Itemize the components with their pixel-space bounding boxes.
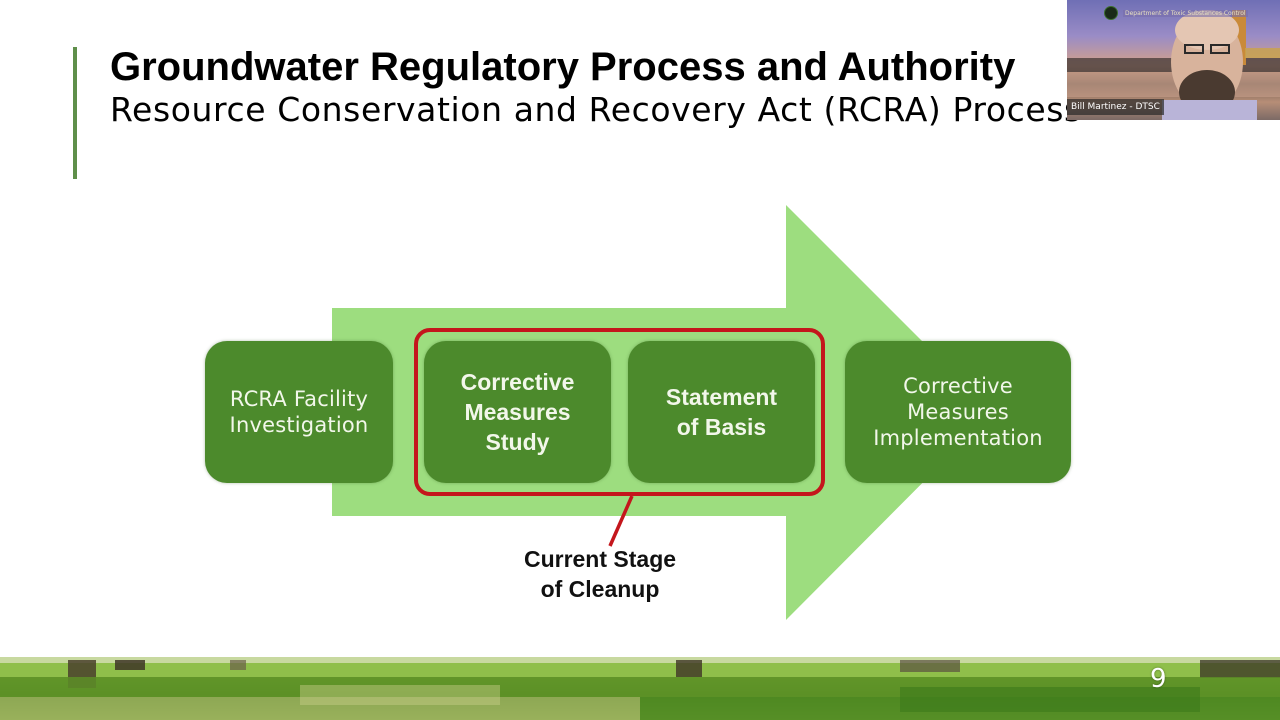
- step-label: Statement of Basis: [665, 384, 778, 440]
- step-corrective-measures-implementation: Corrective Measures Implementation: [845, 341, 1071, 483]
- slide-title: Groundwater Regulatory Process and Autho…: [110, 45, 1016, 89]
- callout-connector-line: [608, 495, 634, 547]
- step-corrective-measures-study: Corrective Measures Study: [424, 341, 611, 483]
- footer-grass-image: [0, 657, 1280, 720]
- step-label: Corrective Measures Study: [460, 369, 575, 455]
- participant-name-label: Bill Martinez - DTSC: [1067, 99, 1164, 115]
- slide-subtitle: Resource Conservation and Recovery Act (…: [110, 90, 1082, 129]
- title-accent-bar: [73, 47, 77, 179]
- organization-logo-icon: [1104, 6, 1118, 20]
- step-statement-of-basis: Statement of Basis: [628, 341, 815, 483]
- grass-landscape-image: [0, 657, 1280, 720]
- page-number: 9: [1150, 664, 1167, 694]
- step-label: Corrective Measures Implementation: [873, 374, 1043, 450]
- step-rcra-facility-investigation: RCRA Facility Investigation: [205, 341, 393, 483]
- participant-video-tile[interactable]: Department of Toxic Substances Control B…: [1067, 0, 1280, 120]
- participant-video-feed: [1067, 10, 1280, 120]
- current-stage-highlight: [414, 328, 825, 496]
- video-organization-banner: Department of Toxic Substances Control: [1123, 10, 1248, 17]
- current-stage-callout: Current Stage of Cleanup: [523, 546, 677, 602]
- step-label: RCRA Facility Investigation: [229, 387, 369, 437]
